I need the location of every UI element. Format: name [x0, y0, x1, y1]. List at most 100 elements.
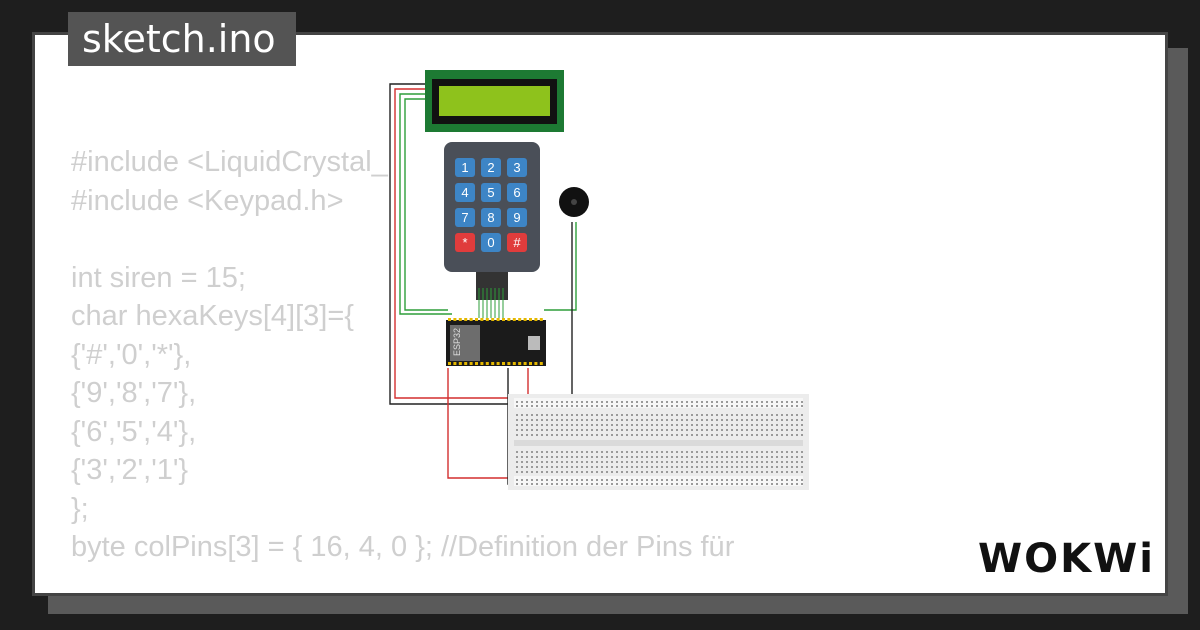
breadboard-hole [601, 471, 603, 473]
breadboard-hole [646, 419, 648, 421]
breadboard-hole [776, 424, 778, 426]
keypad-key[interactable]: 4 [455, 183, 475, 202]
breadboard-hole [526, 401, 528, 403]
breadboard-hole [766, 434, 768, 436]
breadboard-hole [661, 466, 663, 468]
breadboard-hole [666, 461, 668, 463]
breadboard-hole [646, 451, 648, 453]
keypad-key[interactable]: 5 [481, 183, 501, 202]
breadboard-hole [741, 479, 743, 481]
breadboard-hole [736, 466, 738, 468]
breadboard[interactable] [508, 394, 809, 490]
lcd-display[interactable] [425, 70, 564, 132]
breadboard-hole [581, 471, 583, 473]
breadboard-hole [566, 419, 568, 421]
breadboard-hole [516, 456, 518, 458]
breadboard-hole [546, 405, 548, 407]
breadboard-hole [721, 479, 723, 481]
esp32-pin [534, 318, 538, 321]
esp32-board[interactable]: ESP32 [446, 318, 546, 366]
keypad-key[interactable]: 3 [507, 158, 527, 177]
breadboard-hole [576, 429, 578, 431]
logo-text: WOKWi [978, 536, 1154, 580]
breadboard-hole [761, 424, 763, 426]
breadboard-hole [786, 414, 788, 416]
breadboard-hole [656, 466, 658, 468]
breadboard-hole [716, 461, 718, 463]
breadboard-hole [686, 434, 688, 436]
breadboard-hole [741, 456, 743, 458]
breadboard-hole [791, 479, 793, 481]
breadboard-hole [631, 451, 633, 453]
breadboard-hole [596, 461, 598, 463]
breadboard-hole [561, 429, 563, 431]
breadboard-hole [631, 434, 633, 436]
breadboard-hole [561, 405, 563, 407]
breadboard-hole [556, 479, 558, 481]
keypad-key[interactable]: 6 [507, 183, 527, 202]
breadboard-hole [776, 419, 778, 421]
breadboard-hole [791, 456, 793, 458]
keypad-key[interactable]: 7 [455, 208, 475, 227]
breadboard-hole [586, 479, 588, 481]
breadboard-hole [596, 424, 598, 426]
breadboard-hole [536, 424, 538, 426]
breadboard-hole [566, 461, 568, 463]
keypad-key[interactable]: 8 [481, 208, 501, 227]
breadboard-hole [786, 471, 788, 473]
breadboard-hole [571, 461, 573, 463]
keypad-key[interactable]: 1 [455, 158, 475, 177]
breadboard-hole [696, 419, 698, 421]
breadboard-hole [556, 401, 558, 403]
breadboard-hole [521, 461, 523, 463]
esp32-pin [480, 318, 484, 321]
breadboard-hole [646, 471, 648, 473]
breadboard-hole [571, 466, 573, 468]
keypad-key[interactable]: * [455, 233, 475, 252]
breadboard-hole [741, 419, 743, 421]
esp32-pin [539, 318, 543, 321]
esp32-pin [518, 362, 522, 365]
breadboard-hole [711, 451, 713, 453]
breadboard-hole [516, 479, 518, 481]
breadboard-hole [526, 405, 528, 407]
keypad-key-face [481, 233, 501, 252]
breadboard-hole [736, 429, 738, 431]
breadboard-hole [676, 414, 678, 416]
breadboard-hole [786, 419, 788, 421]
keypad-key[interactable]: 0 [481, 233, 501, 252]
breadboard-hole [626, 401, 628, 403]
keypad-key[interactable]: 2 [481, 158, 501, 177]
keypad-key-face [507, 183, 527, 202]
keypad-key-face [455, 233, 475, 252]
breadboard-hole [651, 456, 653, 458]
breadboard-hole [796, 414, 798, 416]
breadboard-hole [521, 479, 523, 481]
breadboard-hole [611, 401, 613, 403]
breadboard-hole [746, 461, 748, 463]
breadboard-hole [731, 466, 733, 468]
breadboard-hole [561, 401, 563, 403]
breadboard-hole [741, 414, 743, 416]
keypad-key[interactable]: # [507, 233, 527, 252]
breadboard-hole [516, 471, 518, 473]
breadboard-hole [611, 471, 613, 473]
breadboard-hole [731, 401, 733, 403]
breadboard-hole [611, 466, 613, 468]
breadboard-hole [756, 405, 758, 407]
breadboard-hole [561, 414, 563, 416]
keypad-key-face [455, 183, 475, 202]
keypad-key-label: * [462, 235, 467, 250]
breadboard-hole [691, 466, 693, 468]
breadboard-hole [756, 424, 758, 426]
keypad-key[interactable]: 9 [507, 208, 527, 227]
breadboard-rail-bottom [514, 476, 803, 486]
breadboard-hole [761, 405, 763, 407]
breadboard-hole [696, 483, 698, 485]
breadboard-hole [696, 456, 698, 458]
breadboard-hole [541, 424, 543, 426]
buzzer-icon[interactable] [559, 187, 589, 217]
breadboard-hole [616, 466, 618, 468]
breadboard-hole [706, 471, 708, 473]
